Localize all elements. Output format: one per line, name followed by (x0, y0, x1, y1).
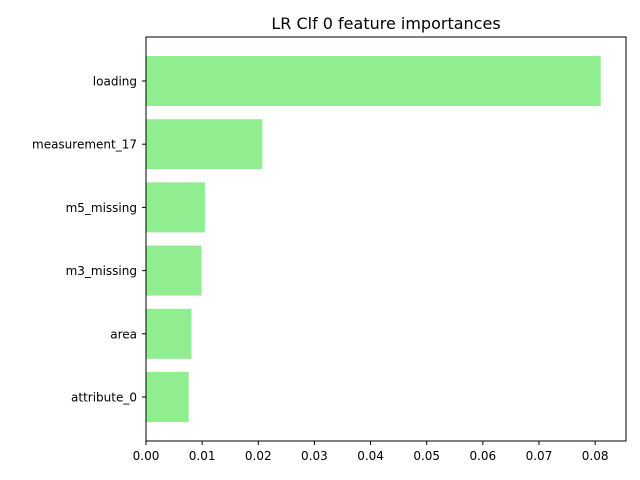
bar-measurement_17 (146, 119, 263, 170)
x-tick-label: 0.04 (357, 449, 384, 463)
bars-group (146, 56, 601, 422)
bar-loading (146, 56, 601, 106)
x-tick-label: 0.03 (301, 449, 328, 463)
y-tick-label: m3_missing (66, 264, 137, 278)
x-tick-label: 0.06 (469, 449, 496, 463)
x-axis-ticks: 0.00 0.01 0.02 0.03 0.04 0.05 0.06 0.07 0.08 (133, 441, 609, 463)
bar-m3_missing (146, 245, 202, 296)
x-tick-label: 0.05 (413, 449, 440, 463)
chart-title: LR Clf 0 feature importances (271, 14, 500, 33)
x-tick-label: 0.02 (245, 449, 272, 463)
x-tick-label: 0.00 (133, 449, 160, 463)
x-tick-label: 0.07 (526, 449, 553, 463)
y-tick-label: m5_missing (66, 201, 137, 215)
bar-m5_missing (146, 182, 205, 233)
x-tick-label: 0.01 (189, 449, 216, 463)
bar-area (146, 308, 192, 359)
y-tick-label: area (110, 327, 137, 341)
bar-attribute_0 (146, 372, 189, 422)
y-tick-label: measurement_17 (32, 138, 137, 152)
x-tick-label: 0.08 (582, 449, 609, 463)
plot-frame (145, 36, 627, 442)
y-tick-label: loading (93, 75, 137, 89)
y-tick-label: attribute_0 (71, 391, 137, 405)
y-axis-ticks: loading measurement_17 m5_missing m3_missin… (32, 75, 146, 405)
